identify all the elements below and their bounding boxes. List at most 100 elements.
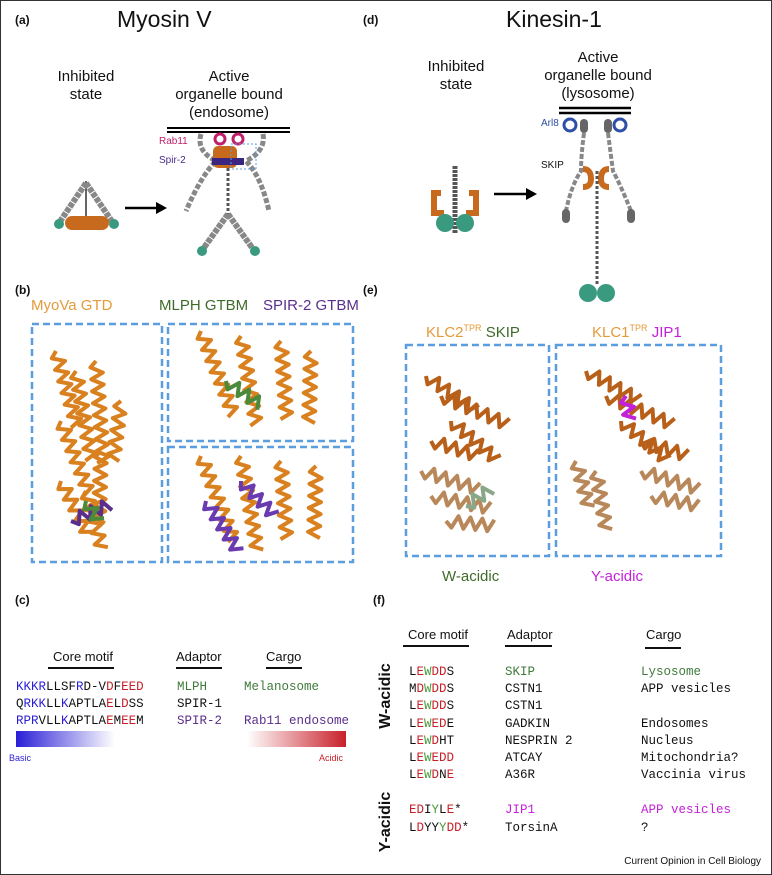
adaptor-cell: NESPRIN 2 — [505, 733, 573, 748]
w-acidic-label: W-acidic — [377, 663, 394, 729]
cargo-cell: Lysosome — [641, 665, 702, 679]
motif-segment: EED — [121, 680, 144, 694]
adaptor-cell: SPIR-1 — [177, 697, 223, 711]
spir2-label: Spir-2 — [159, 155, 186, 166]
cargo-cell: Mitochondria? — [641, 751, 739, 765]
motif-segment: ED — [409, 803, 425, 817]
protein-helix — [195, 330, 240, 419]
cargo-cell: ? — [641, 820, 649, 835]
core-motif: EDIYLE* — [409, 803, 462, 817]
protein-helix — [88, 359, 111, 465]
charge-gradient-bar — [16, 731, 346, 747]
motif-segment: DD — [446, 820, 462, 835]
protein-helix — [301, 349, 319, 425]
core-motif: LEWEDD — [409, 751, 454, 765]
core-motif: LEWEDE — [409, 717, 454, 731]
protein-helix — [106, 399, 128, 463]
motif-segment: APTLA — [68, 714, 107, 728]
motif-segment: W — [424, 682, 432, 697]
core-motif: RPRVLLKAPTLAEMEEM — [16, 714, 144, 728]
footer-credit: Current Opinion in Cell Biology — [624, 856, 761, 867]
adaptor-cell: SKIP — [505, 665, 536, 679]
cargo-cell: APP vesicles — [641, 803, 732, 817]
motif-segment: L — [113, 697, 122, 711]
divider — [176, 667, 222, 669]
motif-segment: E — [446, 768, 455, 783]
protein-helix — [639, 466, 702, 495]
cargo-cell: Endosomes — [641, 716, 709, 731]
core-motif: LEWDDS — [409, 665, 454, 679]
motif-segment: I — [424, 803, 432, 817]
motif-segment: APTLA — [68, 697, 107, 711]
protein-helix — [224, 380, 262, 410]
divider — [48, 667, 114, 669]
acidic-label: Acidic — [319, 753, 344, 763]
protein-helix — [639, 436, 691, 462]
protein-helix — [439, 393, 511, 430]
motif-segment: E — [446, 803, 455, 817]
adaptor-cell: TorsinA — [505, 820, 558, 835]
motif-segment: DD — [431, 665, 447, 679]
motif-segment: RPR — [16, 714, 39, 728]
spir2-gtbm-label: SPIR-2 GTBM — [263, 297, 359, 314]
core-motif: QRKKLLKAPTLAELDSS — [16, 697, 144, 711]
motif-segment: * — [454, 803, 462, 817]
panel-label-f: (f) — [373, 593, 385, 607]
motif-segment: S — [446, 699, 455, 714]
protein-helix — [238, 480, 280, 518]
kinesin-inhibited-diagram — [431, 166, 479, 233]
motif-segment: SS — [128, 697, 144, 711]
motif-segment: E — [446, 716, 455, 731]
protein-helix — [234, 454, 264, 552]
myosin-inhibited-diagram — [54, 181, 119, 230]
panel-label-d: (d) — [363, 13, 379, 27]
motif-segment: W — [424, 733, 432, 748]
w-acidic-structure-label: W-acidic — [442, 568, 500, 585]
motif-segment: Y — [439, 820, 447, 835]
protein-helix — [604, 393, 676, 430]
motif-segment: HT — [439, 733, 455, 748]
motif-segment: R — [76, 680, 84, 694]
adaptor-cell: GADKIN — [505, 716, 551, 731]
motif-segment: E — [416, 665, 425, 679]
motif-segment: EDD — [431, 751, 455, 765]
arl8-label: Arl8 — [541, 118, 559, 129]
protein-helix — [70, 499, 114, 527]
mlph-gtbm-label: MLPH GTBM — [159, 297, 249, 314]
cargo-cell: Rab11 endosome — [244, 714, 350, 728]
motif-segment: L — [409, 820, 417, 835]
protein-helix — [91, 449, 109, 525]
protein-helix — [202, 500, 244, 552]
skip-label: SKIP — [541, 160, 564, 171]
motif-segment: K — [61, 714, 69, 728]
protein-helix — [429, 436, 481, 462]
motif-segment: VLL — [38, 714, 62, 728]
motif-segment: LLSF — [46, 680, 77, 694]
protein-helix — [569, 460, 596, 508]
adaptor-cell: ATCAY — [505, 751, 543, 765]
motif-segment: F — [113, 680, 122, 694]
core-motif: MDWDDS — [409, 682, 454, 696]
cargo-cell: Nucleus — [641, 733, 694, 748]
f-header-core: Core motif — [408, 627, 468, 642]
motif-segment: DD — [431, 699, 447, 714]
motif-segment: D — [121, 697, 129, 711]
y-acidic-structure-label: Y-acidic — [591, 568, 643, 585]
motif-segment: W — [424, 751, 432, 765]
klc2-skip-label: KLC2TPR SKIP — [426, 323, 520, 341]
motif-segment: D — [106, 680, 114, 694]
cargo-cell: APP vesicles — [641, 682, 732, 697]
motif-segment: L — [409, 716, 417, 731]
protein-helix — [273, 459, 295, 541]
f-header-cargo: Cargo — [646, 627, 682, 642]
motif-segment: L — [439, 803, 447, 817]
motif-segment: L — [409, 699, 417, 714]
motif-segment: E — [106, 714, 114, 728]
protein-helix — [429, 490, 493, 515]
protein-helix — [584, 369, 643, 405]
adaptor-cell: MLPH — [177, 680, 208, 694]
c-header-cargo: Cargo — [266, 649, 302, 664]
